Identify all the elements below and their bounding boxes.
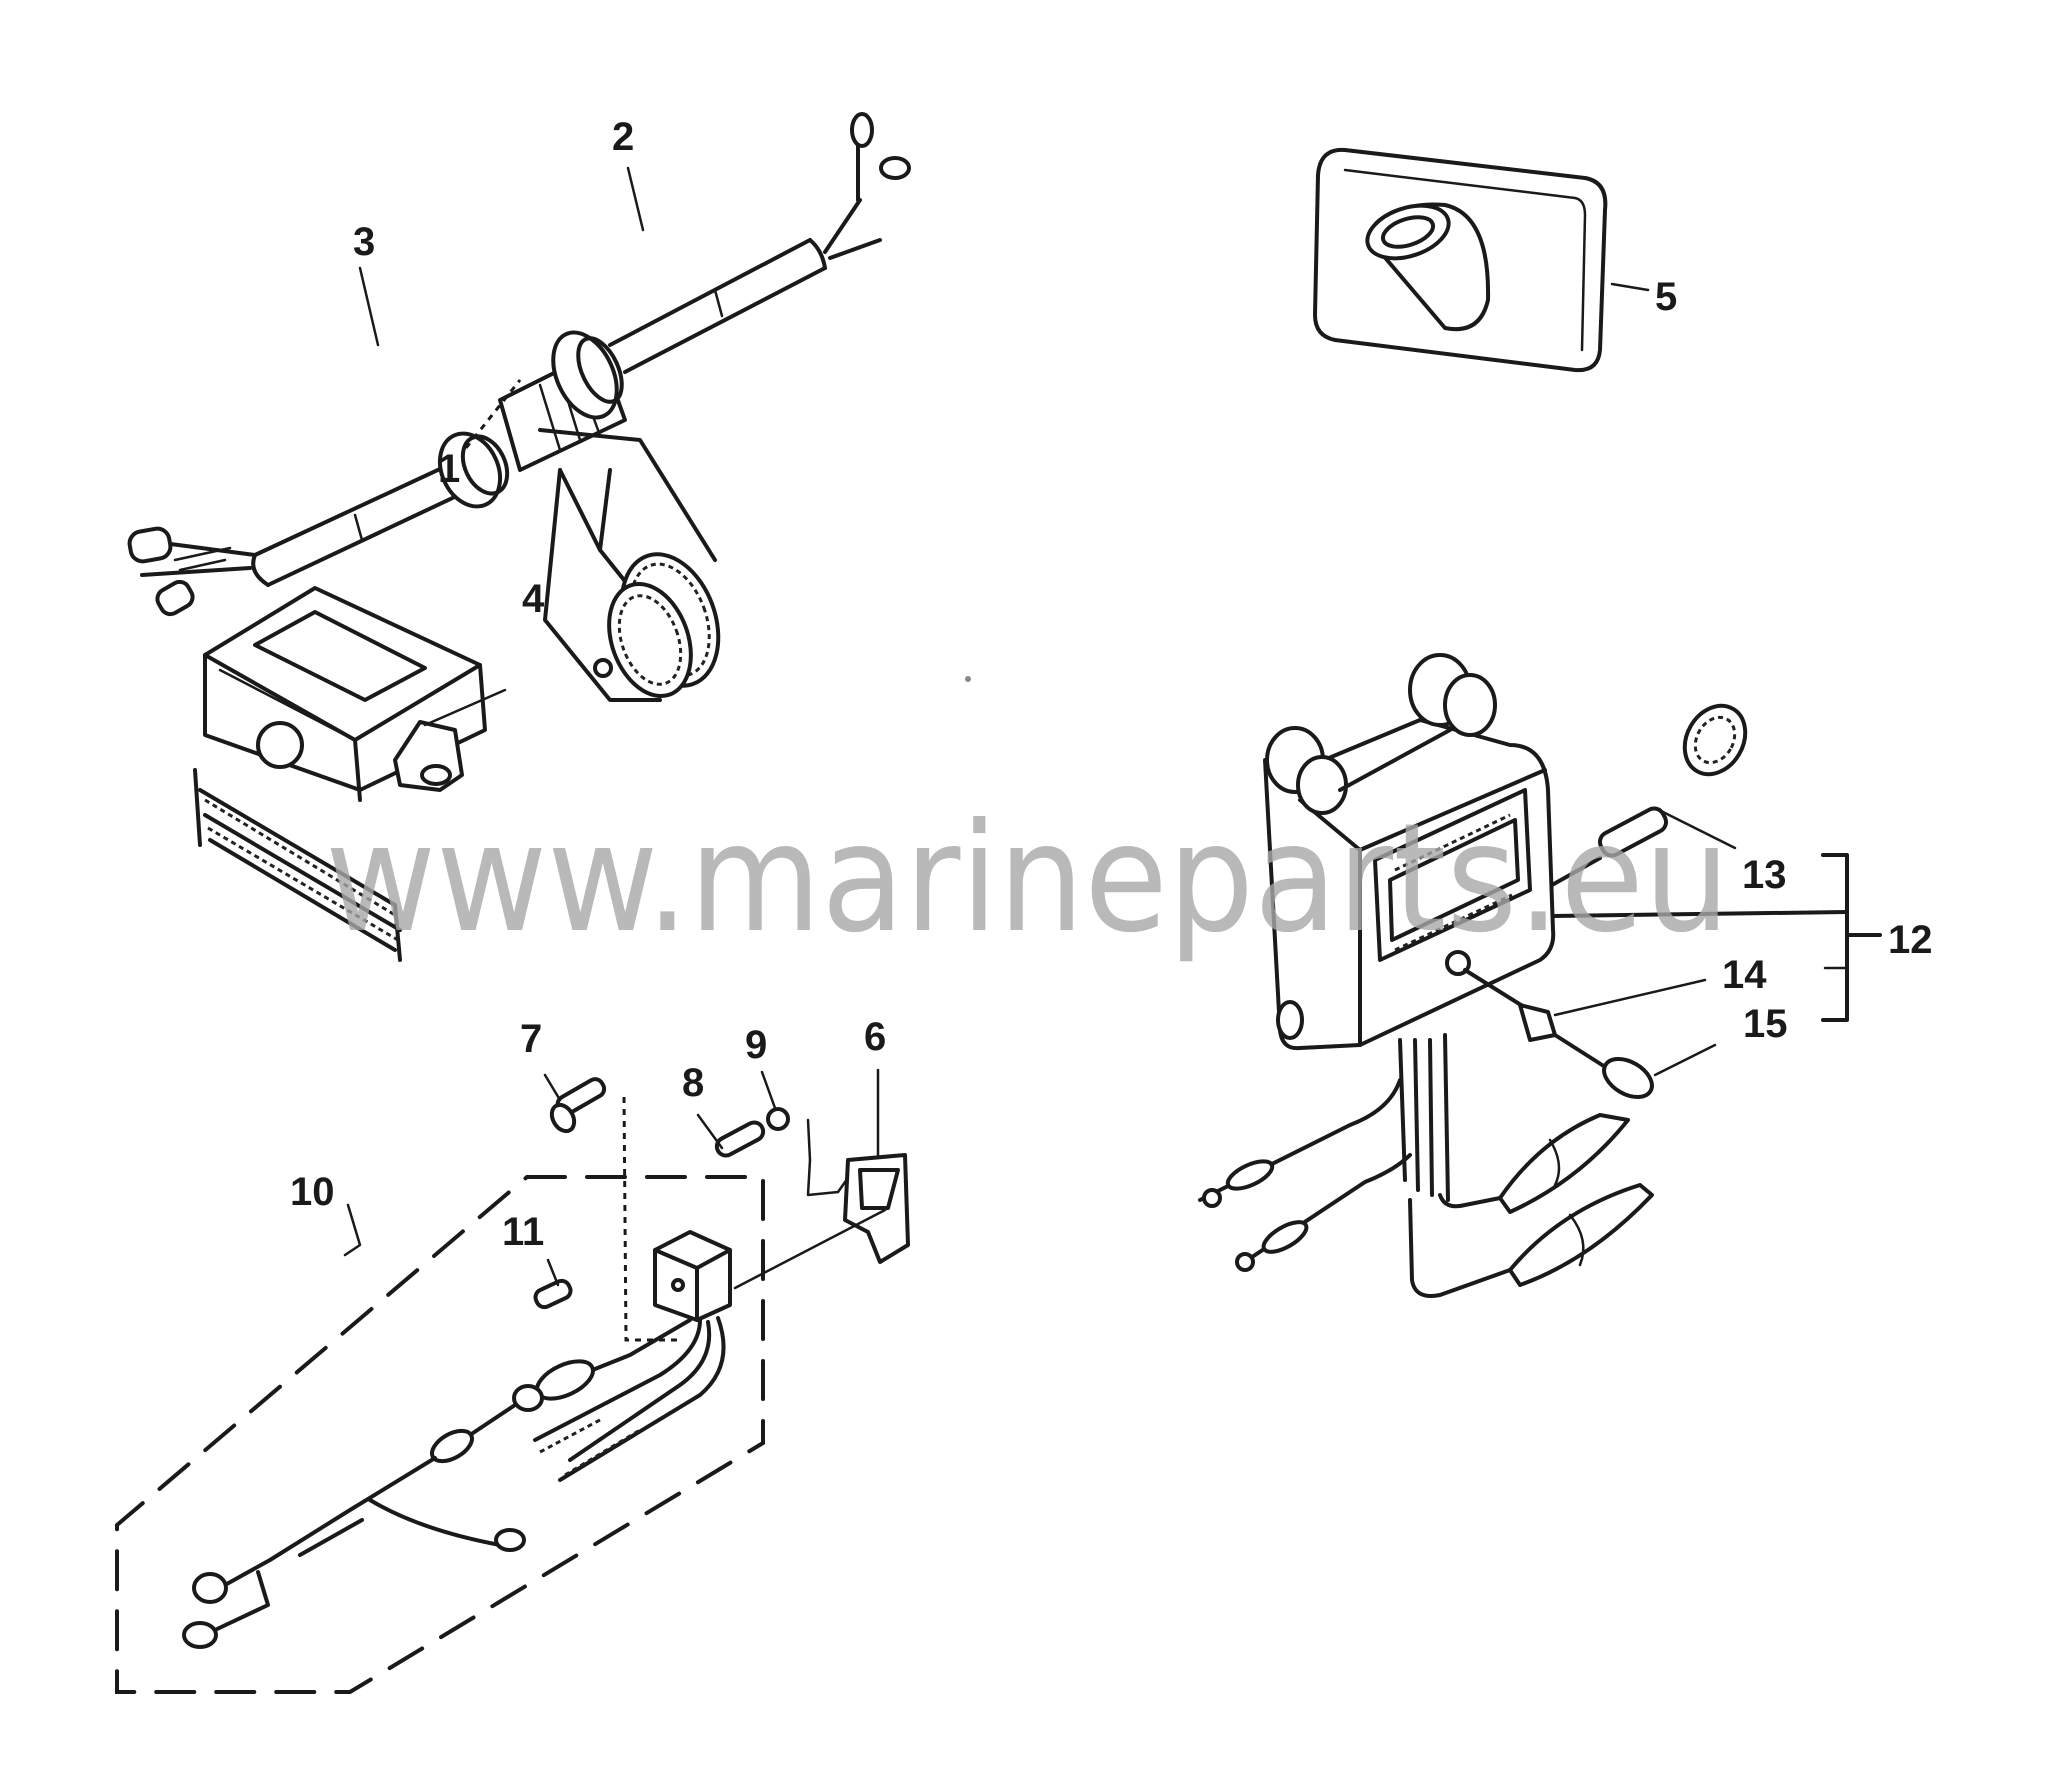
callout-10: 10 xyxy=(290,1170,335,1214)
callout-2: 2 xyxy=(612,115,634,159)
stray-dot xyxy=(965,676,971,682)
callout-1: 1 xyxy=(438,447,460,491)
watermark-text: www.marineparts.eu xyxy=(325,792,1730,966)
callout-7: 7 xyxy=(520,1017,542,1061)
part-1-2-3-assembly xyxy=(127,112,911,702)
part-10-kit xyxy=(115,1068,910,1694)
callout-6: 6 xyxy=(864,1015,886,1059)
callout-3: 3 xyxy=(353,220,375,264)
callout-8: 8 xyxy=(682,1061,704,1105)
callout-13: 13 xyxy=(1742,853,1787,897)
callout-11: 11 xyxy=(502,1210,544,1254)
callout-9: 9 xyxy=(745,1023,767,1067)
callout-14: 14 xyxy=(1722,953,1767,997)
part-12-assembly xyxy=(1198,653,1882,1298)
callout-5: 5 xyxy=(1655,275,1677,319)
part-5-panel xyxy=(1313,147,1650,373)
part-4-unit xyxy=(193,586,507,962)
callout-4: 4 xyxy=(522,577,545,621)
callout-15: 15 xyxy=(1743,1002,1788,1046)
callout-12: 12 xyxy=(1888,918,1933,962)
